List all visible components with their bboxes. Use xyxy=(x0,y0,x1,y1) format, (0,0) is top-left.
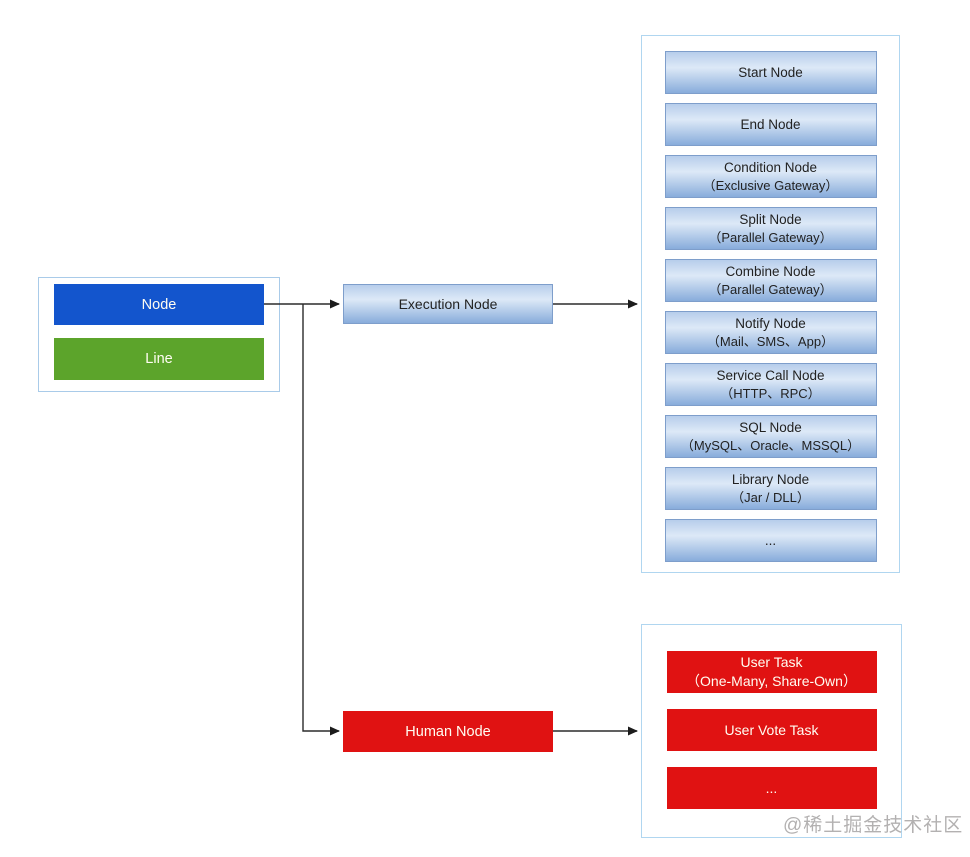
watermark: @稀土掘金技术社区 xyxy=(783,815,964,836)
task-type-user-task: User Task （One-Many, Share-Own） xyxy=(666,651,877,693)
node-type-split: Split Node （Parallel Gateway） xyxy=(664,207,877,250)
node-type-title: ... xyxy=(764,532,777,548)
execution-types-panel: Start Node End Node Condition Node （Excl… xyxy=(641,35,900,573)
node-type-title: SQL Node xyxy=(739,420,802,436)
task-type-more: ... xyxy=(666,767,877,809)
node-type-start: Start Node xyxy=(664,51,877,94)
node-type-subtitle: （Exclusive Gateway） xyxy=(702,177,839,193)
human-node-box: Human Node xyxy=(343,711,553,752)
node-type-title: Library Node xyxy=(731,472,810,488)
node-type-title: Notify Node xyxy=(735,316,806,332)
node-type-title: Service Call Node xyxy=(716,368,825,384)
task-type-subtitle: （One-Many, Share-Own） xyxy=(686,673,857,689)
node-type-title: Start Node xyxy=(738,64,803,80)
legend-line-label: Line xyxy=(145,351,173,367)
human-types-panel: User Task （One-Many, Share-Own） User Vot… xyxy=(641,624,902,838)
node-type-notify: Notify Node （Mail、SMS、App） xyxy=(664,311,877,354)
node-type-title: Condition Node xyxy=(723,160,818,176)
task-type-user-vote: User Vote Task xyxy=(666,709,877,751)
node-type-subtitle: （Jar / DLL） xyxy=(731,489,810,505)
node-type-end: End Node xyxy=(664,103,877,146)
node-type-subtitle: （MySQL、Oracle、MSSQL） xyxy=(680,437,861,453)
human-node-label: Human Node xyxy=(405,723,491,740)
node-type-subtitle: （Parallel Gateway） xyxy=(708,229,833,245)
node-type-subtitle: （Parallel Gateway） xyxy=(708,281,833,297)
node-type-sql: SQL Node （MySQL、Oracle、MSSQL） xyxy=(664,415,877,458)
task-type-title: ... xyxy=(765,779,778,796)
node-type-condition: Condition Node （Exclusive Gateway） xyxy=(664,155,877,198)
legend-node-box: Node xyxy=(54,284,264,325)
task-type-title: User Vote Task xyxy=(724,721,819,738)
arrow-node-to-human xyxy=(302,304,340,736)
node-type-subtitle: （HTTP、RPC） xyxy=(720,385,821,401)
node-type-title: End Node xyxy=(740,116,801,132)
node-type-service-call: Service Call Node （HTTP、RPC） xyxy=(664,363,877,406)
node-type-title: Split Node xyxy=(739,212,802,228)
task-type-title: User Task xyxy=(740,654,803,671)
node-type-library: Library Node （Jar / DLL） xyxy=(664,467,877,510)
node-type-more: ... xyxy=(664,519,877,562)
legend-node-label: Node xyxy=(141,296,177,313)
node-type-subtitle: （Mail、SMS、App） xyxy=(706,333,835,349)
execution-node-label: Execution Node xyxy=(398,295,498,312)
node-type-title: Combine Node xyxy=(725,264,816,280)
legend-line-box: Line xyxy=(54,338,264,380)
node-type-combine: Combine Node （Parallel Gateway） xyxy=(664,259,877,302)
execution-node-box: Execution Node xyxy=(343,284,553,324)
